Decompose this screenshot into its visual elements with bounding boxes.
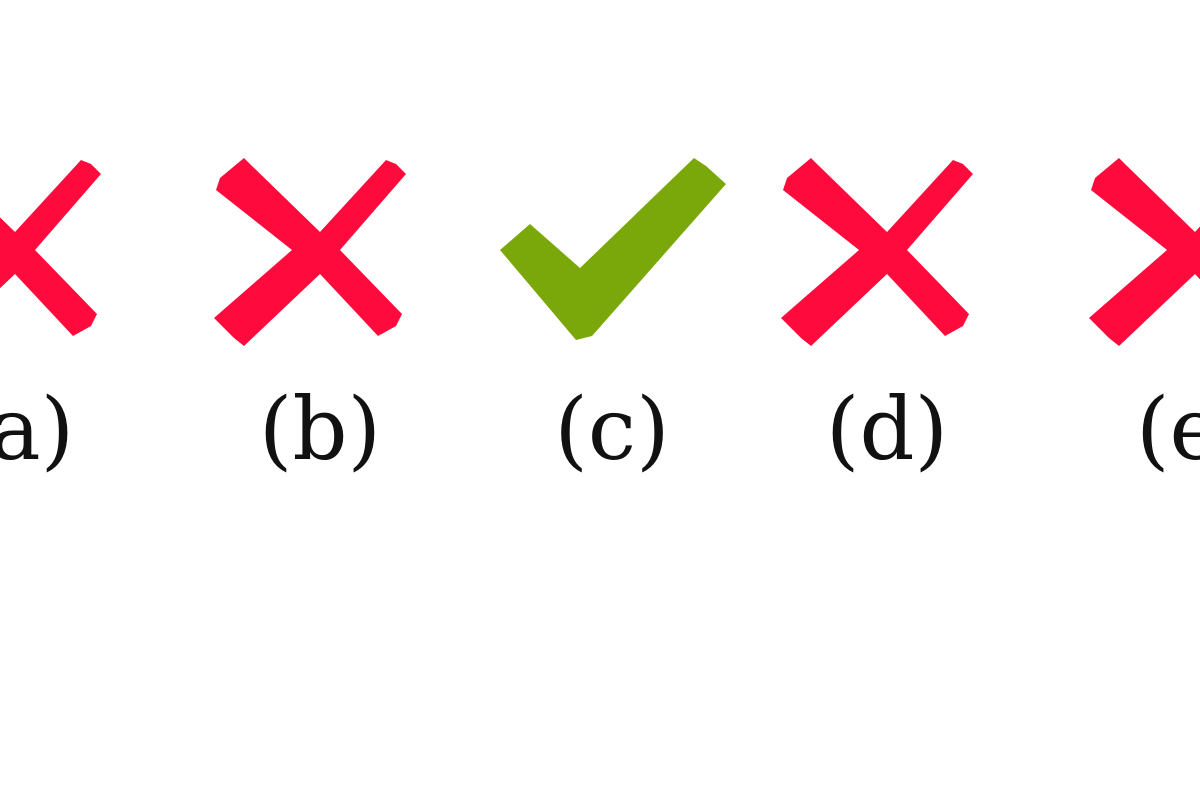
option-d: (d) bbox=[767, 150, 1007, 500]
cross-icon bbox=[1075, 150, 1200, 360]
option-label-a: (a) bbox=[0, 380, 75, 480]
option-label-c: (c) bbox=[554, 380, 670, 480]
cross-icon bbox=[767, 150, 1007, 360]
check-icon bbox=[492, 150, 732, 360]
option-b: (b) bbox=[200, 150, 440, 500]
option-label-e: (e) bbox=[1136, 380, 1200, 480]
option-e: (e) bbox=[1075, 150, 1200, 500]
option-label-b: (b) bbox=[258, 380, 382, 480]
option-c: (c) bbox=[492, 150, 732, 500]
option-a: (a) bbox=[0, 150, 135, 500]
option-label-d: (d) bbox=[825, 380, 949, 480]
cross-icon bbox=[200, 150, 440, 360]
cross-icon bbox=[0, 150, 135, 360]
